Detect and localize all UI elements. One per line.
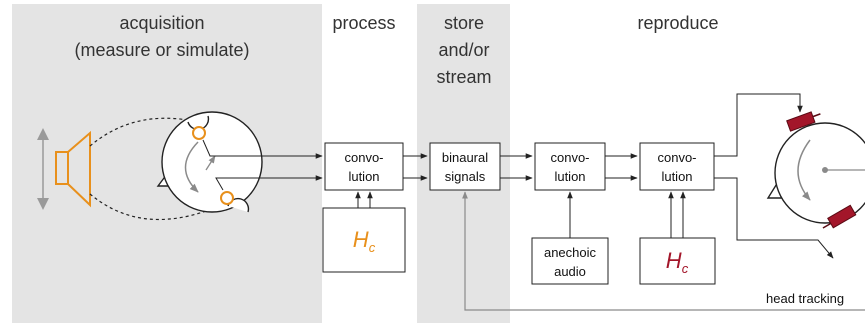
svg-text:Hc: Hc: [666, 248, 689, 276]
signals-label: signals: [445, 169, 486, 184]
headphone-left-icon: [786, 111, 821, 132]
hc-process-subscript: c: [369, 240, 376, 255]
store-header: store: [444, 13, 484, 33]
hc-reproduce-subscript: c: [682, 261, 689, 276]
acquisition-subheader: (measure or simulate): [74, 40, 249, 60]
store-header-stream: stream: [436, 67, 491, 87]
convolution-anechoic-label-1: convo-: [550, 150, 589, 165]
convolution-anechoic-label-2: lution: [554, 169, 585, 184]
binaural-label: binaural: [442, 150, 488, 165]
loudspeaker-icon: [37, 128, 91, 210]
reproduce-header: reproduce: [637, 13, 718, 33]
binaural-signals-block: binaural signals: [429, 142, 501, 191]
process-header: process: [332, 13, 395, 33]
convolution-anechoic-block: convo- lution: [534, 142, 606, 191]
convolution-process-label-1: convo-: [344, 150, 383, 165]
anechoic-label: anechoic: [544, 245, 597, 260]
convolution-process-label-2: lution: [348, 169, 379, 184]
acquisition-header: acquisition: [119, 13, 204, 33]
hc-reproduce-block: Hc: [639, 237, 716, 285]
measurement-head: [156, 111, 263, 213]
head-tracking-line: [462, 191, 865, 311]
convolution-reproduce-label-1: convo-: [657, 150, 696, 165]
convolution-reproduce-label-2: lution: [661, 169, 692, 184]
convolution-reproduce-block: convo- lution: [639, 142, 715, 191]
hc-reproduce-symbol: H: [666, 248, 682, 273]
svg-text:Hc: Hc: [353, 227, 376, 255]
hc-process-block: Hc: [322, 207, 406, 273]
convolution-process-block: convo- lution: [324, 142, 404, 191]
microphone-left-icon: [192, 126, 206, 140]
propagation-path-upper: [89, 117, 199, 147]
propagation-path-lower: [89, 193, 227, 221]
microphone-right-icon: [220, 191, 234, 205]
listener-head: [766, 111, 865, 229]
head-tracking-label: head tracking: [766, 291, 844, 306]
headphone-right-icon: [822, 204, 857, 229]
audio-label: audio: [554, 264, 586, 279]
anechoic-audio-block: anechoic audio: [531, 237, 609, 285]
hc-process-symbol: H: [353, 227, 369, 252]
store-header-and-or: and/or: [438, 40, 489, 60]
